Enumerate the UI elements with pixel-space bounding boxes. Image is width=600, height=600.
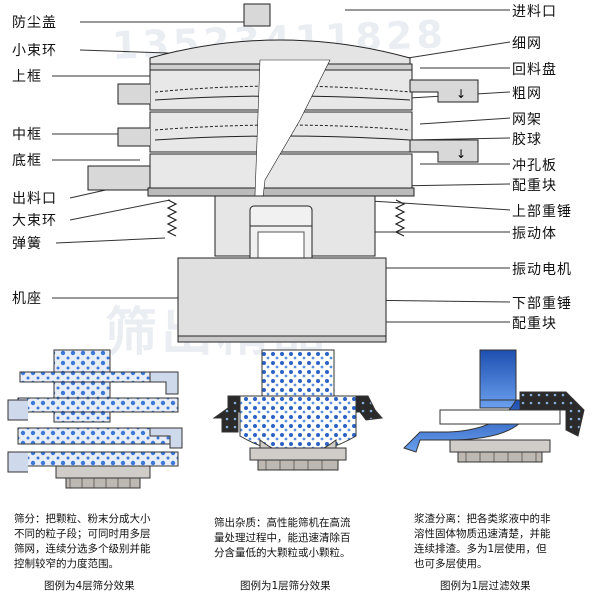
- panel-filter-illustration: [403, 349, 585, 463]
- label-rubber-ball: 胶球: [512, 132, 542, 148]
- label-spring: 弹簧: [12, 236, 42, 252]
- label-large-clamp: 大束环: [12, 213, 57, 229]
- label-mesh-frame: 网架: [512, 112, 542, 128]
- panel-grading-illustration: [7, 349, 183, 489]
- label-vibrating-body: 振动体: [512, 226, 557, 242]
- panel-filter-caption: 图例为1层过滤效果: [440, 580, 531, 592]
- label-counterweight: 配重块: [512, 178, 557, 194]
- label-dust-cover: 防尘盖: [12, 15, 57, 31]
- label-counterweight-2: 配重块: [512, 316, 557, 332]
- svg-text:↓: ↓: [456, 87, 466, 101]
- panel-impurity-illustration: [212, 349, 383, 471]
- label-small-clamp: 小束环: [12, 43, 57, 59]
- label-motor: 振动电机: [512, 262, 572, 278]
- label-return-tray: 回料盘: [512, 62, 557, 78]
- base-shape: [177, 257, 387, 337]
- svg-text:↓: ↓: [456, 147, 466, 161]
- label-lower-weight: 下部重锤: [512, 296, 572, 312]
- inlet-pipe: [243, 3, 271, 27]
- label-inlet: 进料口: [512, 4, 557, 20]
- panel-impurity-desc: 筛出杂质：高性能筛机在高流 量处理过程中，能迅速清除百 分含量低的大颗粒或小颗粒…: [214, 517, 351, 559]
- panel-grading-desc: 筛分：把颗粒、粉末分成大小 不同的粒子段；可同时用多层 筛网，连续分选多个级别并…: [14, 513, 151, 570]
- dust-cover-shape: [149, 39, 411, 67]
- panel-impurity-caption: 图例为1层筛分效果: [240, 580, 331, 592]
- label-punch-plate: 冲孔板: [512, 158, 557, 174]
- label-fine-mesh: 细网: [512, 36, 542, 52]
- label-upper-weight: 上部重锤: [512, 204, 572, 220]
- upper-outlet-shape: [409, 79, 479, 103]
- bottom-frame-shape: [149, 153, 413, 189]
- panel-filter-desc: 浆渣分离：把各类浆液中的非 溶性固体物质迅速清楚，并能 连续排渣。多为1层使用，…: [414, 513, 551, 570]
- label-base: 机座: [12, 291, 42, 307]
- label-upper-frame: 上框: [12, 69, 42, 85]
- label-coarse-mesh: 粗网: [512, 86, 542, 102]
- label-bottom-frame: 底框: [12, 153, 42, 169]
- label-middle-frame: 中框: [12, 127, 42, 143]
- label-outlet: 出料口: [12, 191, 57, 207]
- springs: [166, 199, 406, 237]
- panel-grading-caption: 图例为4层筛分效果: [44, 580, 135, 592]
- middle-outlet-shape: [409, 139, 479, 163]
